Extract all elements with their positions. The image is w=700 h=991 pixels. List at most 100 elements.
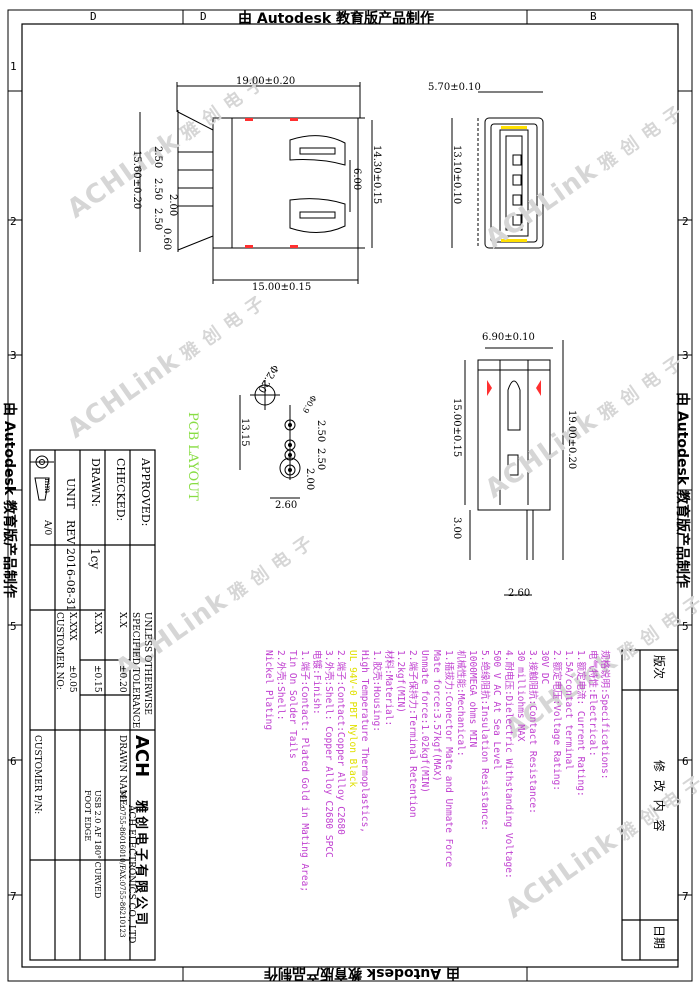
tol-row-2-key: X.XX (92, 612, 102, 635)
pcb-layout-label: PCB LAYOUT (185, 412, 200, 501)
autodesk-header-right: 由 Autodesk 教育版产品制作 (674, 392, 690, 589)
dim-end-offset: 2.60 (508, 588, 531, 599)
zone-number: 5 (10, 620, 17, 633)
customer-pn-label: CUSTOMER P/N: (32, 735, 42, 815)
spec-line: 1.插拔力:Conector Mate and Unmate Force (443, 650, 454, 868)
spec-line: 1.2kgf(MIN) (395, 650, 406, 713)
company-logo: ACH (131, 735, 152, 778)
autodesk-header-left: 由 Autodesk 教育版产品制作 (1, 402, 17, 599)
zone-letter: C (408, 10, 415, 23)
spec-line: Nickel Plating (263, 650, 274, 731)
dim-pcb-p1: 2.50 (315, 420, 326, 443)
spec-line: Unmate force:1.02kgf(MIN) (419, 650, 430, 793)
side-view (451, 91, 544, 249)
spec-line: 2.端子:Contact:Copper Alloy C2680 (335, 650, 346, 835)
spec-line: 电气特性:Electrical: (587, 650, 598, 757)
dim-pitch-a: 2.50 (152, 146, 163, 169)
dim-pitch-d: 2.00 (167, 194, 178, 217)
zone-number: 1 (10, 60, 17, 73)
dim-pcb-p2: 2.50 (315, 448, 326, 471)
specifications: 规格说明:Specifications:电气特性:Electrical:1.额定… (262, 650, 610, 892)
tol-row-1-key: X.X (117, 612, 127, 628)
company-tel: TEL:0755-86016010/FAX:0755-86210123 (118, 790, 126, 938)
rev-label: REV (64, 520, 77, 545)
spec-line: 2.外壳:Shell: (275, 650, 286, 721)
checked-label: CHECKED: (114, 458, 127, 522)
dim-pcb-offset: 2.60 (275, 500, 298, 511)
spec-line: UL 94V-0 PBT Nylon Black (347, 650, 358, 788)
spec-line: 4.耐电压:Dielectric Withstanding Voltage: (503, 650, 514, 879)
rev-value: A/0 (42, 520, 52, 536)
rev-col-content: 修 改 内 容 (652, 760, 666, 834)
zone-number: 2 (682, 215, 689, 228)
dim-overall-height: 15.60±0.20 (131, 150, 142, 210)
zone-number: 3 (10, 349, 17, 362)
spec-line: 2.额定电压:Voltage Rating: (551, 650, 562, 791)
spec-line: Tin On Solder Tails (287, 650, 298, 759)
unit-value: mm (43, 478, 52, 494)
tol-row-2-val: ±0.15 (92, 665, 102, 693)
dim-pcb-p3: 2.00 (304, 468, 315, 491)
dim-end-h2: 19.00±0.20 (566, 410, 577, 470)
spec-line: Mate force:3.57kgf(MAX) (431, 650, 442, 782)
tol-row-3-val: ±0.05 (67, 665, 77, 693)
unit-label: UNIT (64, 478, 77, 509)
spec-line: 材料:Material: (383, 650, 394, 727)
outer-border (7, 9, 693, 982)
drawn-label: DRAWN: (89, 458, 102, 507)
dim-top-width: 19.00±0.20 (236, 76, 296, 87)
spec-line: 2.端子保持力:Terminal Retention (407, 650, 418, 818)
dim-slot: 6.00 (351, 168, 362, 191)
zone-number: 6 (10, 755, 17, 768)
spec-line: 30V DC (539, 650, 550, 685)
tolerance-sub: SPECIFIED TOLERANCE (130, 612, 140, 729)
drawn-value: 1cy (88, 548, 102, 570)
front-view-marks (245, 118, 298, 248)
zone-number: 3 (682, 349, 689, 362)
spec-line: 1.胶壳:Housing: (371, 650, 382, 732)
spec-line: 电镀:Finish: (311, 650, 322, 715)
dim-side-height: 13.10±0.10 (451, 145, 462, 205)
approved-label: APPROVED: (139, 458, 152, 527)
tol-row-1-val: ±0.20 (117, 665, 127, 693)
dim-pitch-b: 2.50 (152, 178, 163, 201)
zone-number: 5 (682, 620, 689, 633)
spec-line: 1000MEGA ohms MIN (467, 650, 478, 748)
projection-symbol (30, 455, 54, 501)
spec-line: 1.5A/contact terminal (563, 650, 574, 771)
dim-pcb-span: 13.15 (239, 418, 250, 447)
drawn-date: 2016-08-31 (64, 548, 77, 612)
zone-letter: B (590, 10, 597, 23)
part-line-2: FOOT EDGE (83, 790, 92, 842)
spec-line: 规格说明:Specifications: (599, 650, 610, 780)
side-view-marks (501, 126, 527, 242)
autodesk-header-bottom: 由 Autodesk 教育版产品制作 (263, 965, 460, 981)
spec-line: 1.额定电流: Current Rating: (575, 650, 586, 797)
pcb-layout (239, 380, 301, 499)
dim-end-width: 6.90±0.10 (482, 332, 535, 343)
title-block-grid (29, 449, 679, 961)
part-line-1: USB 2.0 AF 180° CURVED (93, 790, 102, 899)
spec-line: 3.外壳:Shell: Copper Alloy C2680 SPCC (323, 650, 334, 858)
spec-line: 500 V AC At Sea Level (491, 650, 502, 771)
zone-letter: D (90, 10, 97, 23)
dim-end-tail: 3.00 (451, 517, 462, 540)
spec-line: 3.接触阻抗:Contact Resistance: (527, 650, 538, 814)
rev-col-version: 版次 (652, 655, 666, 680)
drawn-name-label: DRAWN NAME: (117, 735, 127, 809)
zone-letter: D (200, 10, 207, 23)
spec-line: 5.绝缘阻抗:Insulation Resistance: (479, 650, 490, 831)
end-view-marks (487, 380, 541, 396)
zone-number: 7 (10, 890, 17, 903)
zone-number: 6 (682, 755, 689, 768)
zone-number: 7 (682, 890, 689, 903)
spec-line: 1.端子:Contact: Plated Gold in Mating Area… (299, 650, 310, 893)
inner-border (21, 23, 679, 968)
front-view (139, 82, 373, 284)
spec-line: 30 milliohms MAX (515, 650, 526, 742)
dim-side-width: 5.70±0.10 (428, 82, 481, 93)
spec-line: 机械性能:Mechanical: (455, 650, 466, 757)
dim-pitch-c: 2.50 (152, 208, 163, 231)
zone-number: 2 (10, 215, 17, 228)
